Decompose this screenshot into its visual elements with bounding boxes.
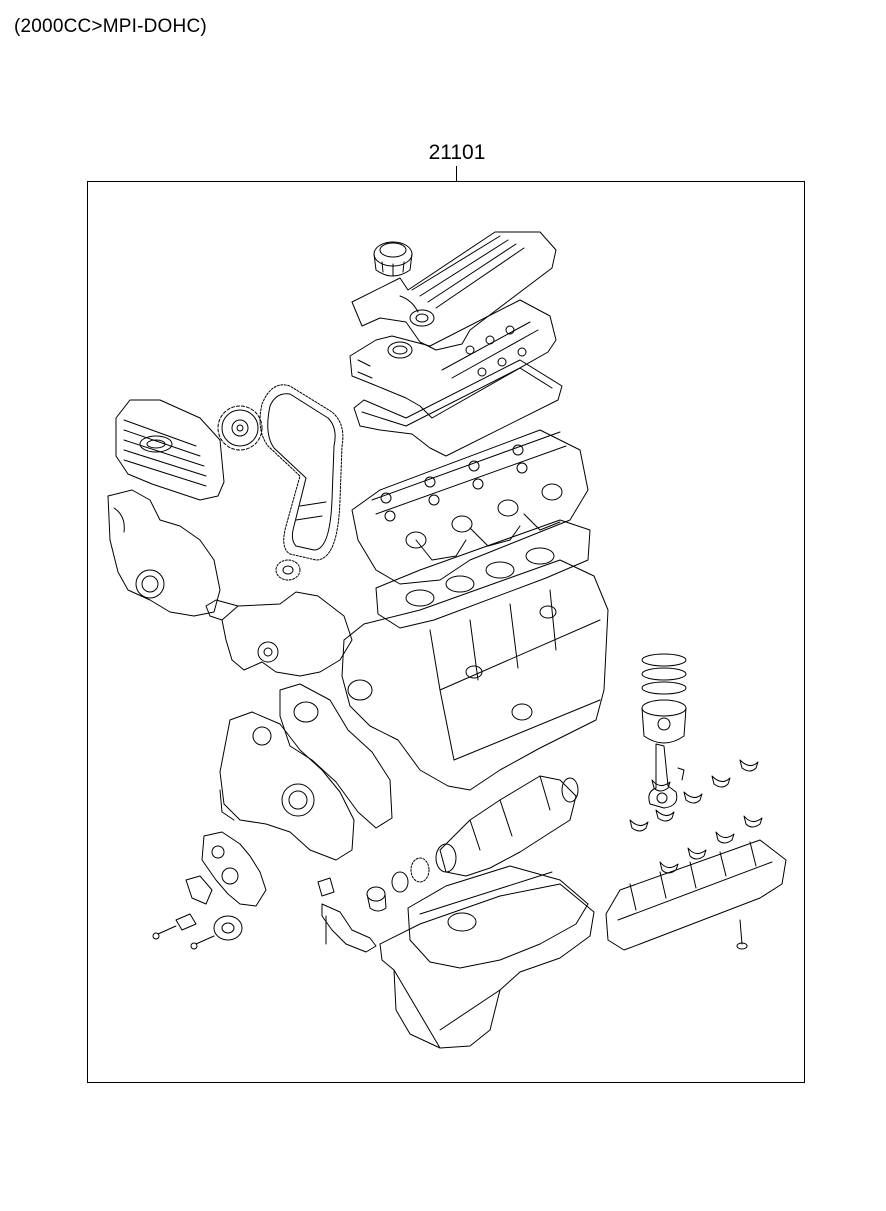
piston[interactable] bbox=[642, 700, 686, 743]
part-number-leader-line bbox=[456, 166, 457, 181]
timing-belt-tensioner[interactable] bbox=[186, 832, 266, 906]
oil-strainer[interactable] bbox=[318, 878, 376, 952]
oil-filler-cap[interactable] bbox=[374, 242, 412, 276]
camshaft-sprocket[interactable] bbox=[218, 406, 262, 450]
tensioner-bolt[interactable] bbox=[153, 926, 176, 939]
cylinder-head-gasket[interactable] bbox=[376, 520, 590, 628]
timing-belt-cover[interactable] bbox=[116, 400, 224, 500]
tensioner-spring[interactable] bbox=[176, 914, 196, 930]
main-bearing-bolt[interactable] bbox=[737, 920, 747, 949]
assembly-part-number[interactable]: 21101 bbox=[428, 141, 486, 164]
water-pump[interactable] bbox=[206, 592, 352, 676]
front-case-gasket[interactable] bbox=[280, 684, 392, 828]
oil-pan-lower[interactable] bbox=[380, 884, 594, 1048]
idler-pulley[interactable] bbox=[214, 916, 242, 940]
oil-pump-front-case[interactable] bbox=[220, 712, 354, 860]
assembly-frame bbox=[87, 181, 805, 1083]
timing-belt[interactable] bbox=[260, 385, 343, 560]
idler-bolt[interactable] bbox=[191, 936, 214, 949]
crankshaft[interactable] bbox=[436, 776, 578, 876]
cylinder-head[interactable] bbox=[352, 430, 588, 584]
piston-rings[interactable] bbox=[642, 654, 686, 694]
bearing-cap-ladder-frame[interactable] bbox=[606, 840, 786, 950]
crankshaft-sprocket[interactable] bbox=[276, 560, 300, 580]
timing-belt-cover-lower[interactable] bbox=[108, 490, 220, 616]
oil-pan-upper[interactable] bbox=[408, 866, 588, 968]
engine-variant-label: (2000CC>MPI-DOHC) bbox=[14, 16, 207, 37]
head-cover-gasket[interactable] bbox=[354, 360, 562, 456]
cylinder-head-cover[interactable] bbox=[350, 300, 556, 418]
main-bearings[interactable] bbox=[630, 760, 762, 873]
engine-cover[interactable] bbox=[352, 232, 556, 350]
cylinder-block[interactable] bbox=[342, 560, 608, 790]
connecting-rod[interactable] bbox=[649, 744, 684, 808]
crankshaft-seal[interactable] bbox=[367, 858, 429, 911]
